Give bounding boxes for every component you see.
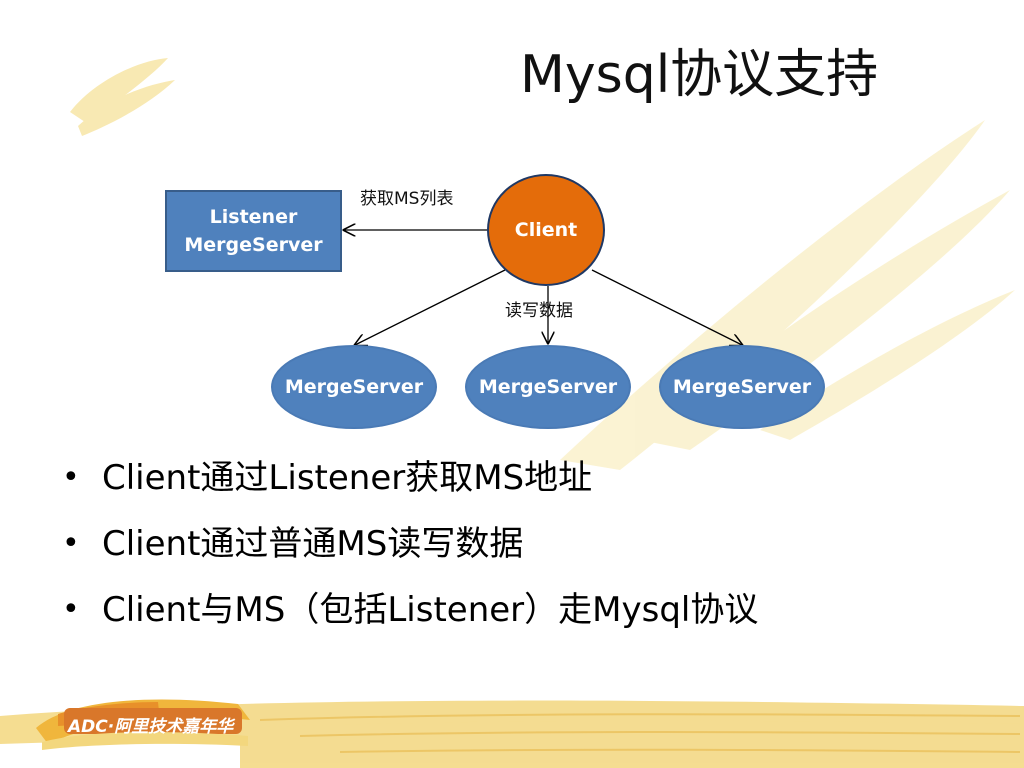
listener-box-line2: MergeServer — [184, 234, 323, 256]
edge-client-to-ms-right — [591, 269, 742, 345]
listener-mergeserver-box: Listener MergeServer — [165, 190, 342, 272]
edge-label-get-ms-list: 获取MS列表 — [360, 189, 454, 209]
bullet-text: Client通过Listener获取MS地址 — [102, 458, 593, 498]
bullet-text: Client与MS（包括Listener）走Mysql协议 — [102, 590, 759, 630]
mergeserver-node-label: MergeServer — [672, 376, 812, 398]
bullet-item: • Client与MS（包括Listener）走Mysql协议 — [62, 577, 758, 643]
client-node: Client — [487, 174, 605, 286]
client-node-label: Client — [514, 219, 578, 241]
bullet-item: • Client通过普通MS读写数据 — [62, 511, 758, 577]
edge-label-read-write: 读写数据 — [505, 301, 573, 321]
mergeserver-node-label: MergeServer — [284, 376, 424, 398]
mergeserver-node-label: MergeServer — [478, 376, 618, 398]
mergeserver-node-left: MergeServer — [271, 345, 437, 429]
bullet-dot-icon: • — [62, 592, 80, 627]
slide-title: Mysql协议支持 — [520, 45, 879, 105]
mergeserver-node-right: MergeServer — [659, 345, 825, 429]
bullet-item: • Client通过Listener获取MS地址 — [62, 445, 758, 511]
bullet-dot-icon: • — [62, 460, 80, 495]
bullet-list: • Client通过Listener获取MS地址 • Client通过普通MS读写数… — [62, 445, 758, 643]
adc-logo-icon — [36, 699, 250, 750]
listener-box-line1: Listener — [209, 206, 298, 228]
bullet-text: Client通过普通MS读写数据 — [102, 524, 524, 564]
bullet-dot-icon: • — [62, 526, 80, 561]
logo-text: ADC·阿里技术嘉年华 — [68, 717, 234, 737]
mergeserver-node-center: MergeServer — [465, 345, 631, 429]
edge-client-to-ms-left — [355, 269, 506, 345]
